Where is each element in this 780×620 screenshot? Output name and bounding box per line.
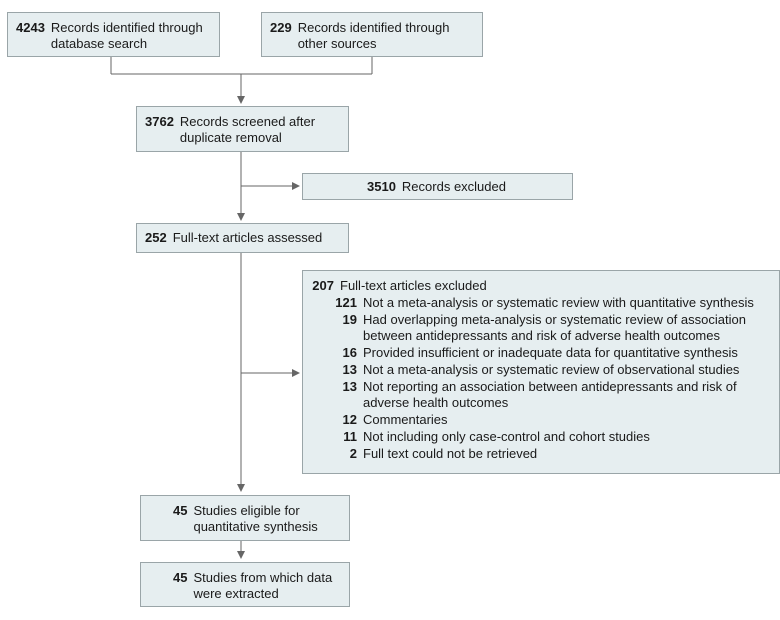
box-extracted: 45 Studies from which data were extracte… [140,562,350,607]
full-text-count: 252 [145,230,167,245]
eligible-text: Studies eligible for quantitative synthe… [193,503,318,534]
excluded-text: Records excluded [401,179,506,194]
other-sources-count: 229 [270,20,292,35]
box-screened: 3762 Records screened after duplicate re… [136,106,349,152]
exclusion-reason: 2 Full text could not be retrieved [349,446,538,461]
exclusion-reason: 11 Not including only case-control and c… [343,429,650,444]
extracted-count: 45 [173,570,188,585]
screened-count: 3762 [145,114,174,129]
excluded-count: 3510 [367,179,396,194]
box-excluded: 3510 Records excluded [302,173,573,200]
exclusion-reason: 13 Not a meta-analysis or systematic rev… [342,362,740,377]
exclusion-reason: 19 Had overlapping meta-analysis or syst… [342,312,746,343]
exclusion-reason: 121 Not a meta-analysis or systematic re… [335,295,754,310]
box-ft-excluded: 207 Full-text articles excluded 121 Not … [302,270,780,474]
db-search-count: 4243 [16,20,45,35]
box-other-sources: 229 Records identified through other sou… [261,12,483,57]
box-full-text: 252 Full-text articles assessed [136,223,349,253]
other-sources-text: Records identified through other sources [297,20,450,51]
exclusion-reason: 12 Commentaries [342,412,448,427]
exclusion-reason: 13 Not reporting an association between … [342,379,737,410]
db-search-text: Records identified through database sear… [50,20,203,51]
box-db-search: 4243 Records identified through database… [7,12,220,57]
ft-excluded-text: Full-text articles excluded [340,278,487,293]
ft-excluded-count: 207 [312,278,334,293]
full-text-text: Full-text articles assessed [172,230,323,245]
box-eligible: 45 Studies eligible for quantitative syn… [140,495,350,541]
extracted-text: Studies from which data were extracted [193,570,333,601]
exclusion-reason: 16 Provided insufficient or inadequate d… [342,345,738,360]
screened-text: Records screened after duplicate removal [179,114,316,145]
eligible-count: 45 [173,503,188,518]
